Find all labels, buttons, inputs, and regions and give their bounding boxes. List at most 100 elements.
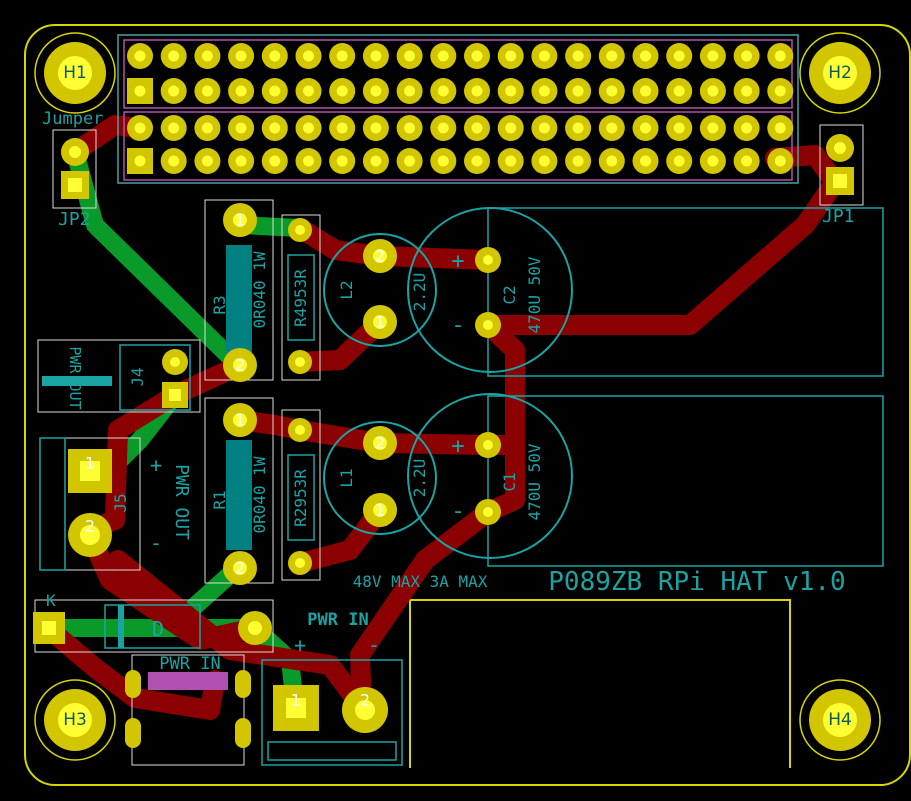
usb-pad-3: [125, 718, 141, 748]
header-pad-drill: [168, 85, 180, 97]
top-trace-c2-c1-gnd: [478, 315, 525, 455]
pwr-in-body: [267, 741, 397, 761]
header-pad-drill: [505, 122, 517, 134]
j4-housing: [119, 344, 191, 411]
r2-body: [287, 454, 315, 541]
header-pad-drill: [336, 155, 348, 167]
header-pad-drill: [471, 122, 483, 134]
header-pad-drill: [269, 50, 281, 62]
pwr-in-pad-2-number: 2: [360, 691, 370, 710]
pwr-in-label: PWR IN: [307, 610, 368, 630]
l2-pad-1: 1: [363, 305, 397, 339]
header-pad-drill: [235, 50, 247, 62]
header-pad-drill: [741, 122, 753, 134]
l1-pad-2-number: 2: [375, 434, 385, 453]
c2-outline: [407, 207, 573, 373]
jp2-label: JP2: [58, 209, 91, 230]
usb-pad-1: [125, 670, 141, 698]
jp2-pad-1-drill: [69, 146, 81, 158]
header-pad-drill: [673, 155, 685, 167]
header-pad-drill: [505, 155, 517, 167]
header-pad-drill: [538, 85, 550, 97]
top-trace-c1-gnd-down: [350, 435, 525, 720]
jp2-outline: [52, 129, 97, 209]
c2-pad-plus: [475, 247, 501, 273]
jp2-pad-2-drill: [68, 178, 82, 192]
component-pads: 1 2 1 2 2 1: [33, 203, 501, 748]
c2-plus-mark: +: [451, 249, 464, 274]
r1-body: [226, 440, 252, 550]
r3-pad-1-number: 1: [235, 211, 245, 230]
header-pad-drill: [235, 155, 247, 167]
header-pad-drill: [606, 155, 618, 167]
diode-k-label: K: [46, 591, 56, 610]
diode-pad-a: [238, 611, 272, 645]
header-pad-drill: [303, 155, 314, 167]
top-trace-c2-plus: [370, 246, 498, 270]
header-pad-drill: [707, 122, 719, 134]
header-pad-drill: [572, 122, 584, 134]
header-pad-drill: [538, 50, 550, 62]
j5-pwr-out-label: PWR OUT: [171, 464, 192, 540]
j5-pad-1: 1: [68, 449, 112, 493]
header-pad-drill: [707, 155, 719, 167]
header-pad-drill: [572, 50, 584, 62]
header-pad-drill: [640, 85, 651, 97]
jp1-pad-2-drill: [833, 174, 847, 188]
header-pad-drill: [404, 85, 416, 97]
j5-label: J5: [111, 493, 130, 512]
header-pad-drill: [336, 85, 348, 97]
mounting-hole-h4: H4: [799, 679, 881, 761]
jp1-pad-1-drill: [834, 142, 846, 154]
r3-value: 0R040 1W: [250, 251, 269, 328]
l2-pad-2: 2: [363, 239, 397, 273]
usb-pins-strip: [148, 672, 228, 690]
pwr-in-pad-2: 2: [342, 687, 388, 733]
header-pad-drill: [572, 85, 584, 97]
c2-body: [487, 207, 884, 377]
c2-value: 470U 50V: [525, 256, 544, 333]
diode-pad-k: [33, 612, 65, 644]
r2-label: R2953R: [291, 469, 310, 527]
header-pad-drill: [673, 85, 685, 97]
header-pad-drill: [471, 155, 483, 167]
r3-label: R3: [210, 295, 229, 314]
j5-pad-1-number: 1: [85, 454, 95, 473]
hole-label-h3: H3: [63, 710, 87, 730]
usb-pad-4: [235, 718, 251, 748]
header-pad-drill: [370, 50, 382, 62]
r4-courtyard: [281, 214, 321, 381]
header-pad-drill: [201, 122, 213, 134]
ratings-label: 48V MAX 3A MAX: [353, 572, 488, 591]
hole-label-h1: H1: [63, 63, 87, 83]
j5-plus-mark: +: [150, 453, 162, 477]
usb-pad-2: [235, 670, 251, 698]
c1-outline: [407, 393, 573, 559]
header-pad-drill: [303, 50, 314, 62]
l1-pad-1-number: 1: [375, 501, 385, 520]
r3-pad-2-number: 2: [235, 356, 245, 375]
l1-value: 2.2U: [410, 459, 429, 498]
r4-pad-2: [288, 350, 312, 374]
header-pad-drill: [269, 122, 281, 134]
header-pad-drill: [707, 85, 719, 97]
header-pad-drill: [437, 50, 449, 62]
c2-minus-mark: -: [451, 313, 464, 338]
header-pad-drill: [269, 85, 281, 97]
header-pad-drill: [370, 85, 382, 97]
j4-silk-label: PWR OUT: [66, 346, 84, 409]
header-pad-drill: [303, 85, 314, 97]
mounting-hole-h1: H1: [34, 32, 116, 114]
top-trace-l2-r4: [290, 312, 390, 372]
header-pad-drill: [134, 122, 146, 134]
j5-pad-2-number: 2: [85, 517, 95, 536]
r1-pad-1: 1: [223, 403, 257, 437]
header-pad-drill: [134, 85, 146, 97]
header-pad-drill: [201, 85, 213, 97]
r1-value: 0R040 1W: [250, 456, 269, 533]
c1-pad-minus: [475, 499, 501, 525]
diode-band: [118, 605, 124, 648]
r1-pad-2: 2: [223, 551, 257, 585]
header-pad-drill: [235, 85, 247, 97]
